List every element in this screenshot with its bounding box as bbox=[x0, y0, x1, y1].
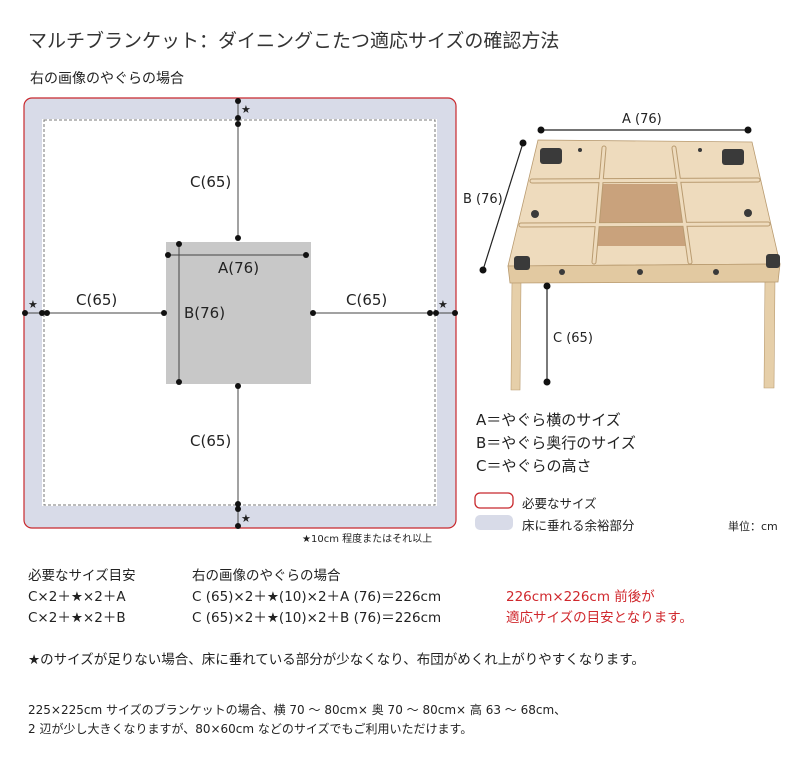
star-mark-bottom: ★ bbox=[241, 512, 251, 525]
page-title: マルチブランケット：ダイニングこたつ適応サイズの確認方法 bbox=[28, 30, 560, 52]
yagura-photo bbox=[507, 139, 781, 391]
b-label-photo: B (76) bbox=[463, 192, 503, 207]
legend-floor: 床に垂れる余裕部分 bbox=[522, 518, 635, 533]
definition-a: A＝やぐら横のサイズ bbox=[476, 411, 621, 429]
definition-c: C＝やぐらの高さ bbox=[476, 457, 592, 475]
calc-example-1: C (65)×2＋★(10)×2＋A (76)＝226cm bbox=[192, 589, 442, 605]
star-mark-top: ★ bbox=[241, 103, 251, 116]
a-label-photo: A (76) bbox=[622, 112, 662, 127]
definition-b: B＝やぐら奥行のサイズ bbox=[476, 434, 636, 452]
photo-dimension-dots bbox=[479, 126, 752, 386]
b-label-plan: B(76) bbox=[184, 304, 225, 322]
c-label-photo: C (65) bbox=[553, 331, 593, 346]
star-mark-right: ★ bbox=[438, 298, 448, 311]
photo-dimension-lines bbox=[482, 129, 748, 382]
calc-example-2: C (65)×2＋★(10)×2＋B (76)＝226cm bbox=[192, 610, 442, 626]
calc-heading-right: 右の画像のやぐらの場合 bbox=[192, 568, 341, 584]
star-mark-left: ★ bbox=[28, 298, 38, 311]
diagram-subtitle: 右の画像のやぐらの場合 bbox=[30, 71, 184, 87]
a-label-plan: A(76) bbox=[218, 259, 259, 277]
legend-swatch-required bbox=[474, 492, 514, 509]
bottom-note-line-2: 2 辺が少し大きくなりますが、80×60cm などのサイズでもご利用いただけます… bbox=[28, 722, 473, 736]
calc-formula-1: C×2＋★×2＋A bbox=[28, 589, 126, 605]
star-warning: ★のサイズが足りない場合、床に垂れている部分が少なくなり、布団がめくれ上がりやす… bbox=[28, 652, 645, 668]
legend-required: 必要なサイズ bbox=[522, 496, 597, 511]
unit-label: 単位：cm bbox=[728, 520, 778, 533]
calc-formula-2: C×2＋★×2＋B bbox=[28, 610, 126, 626]
calc-heading-left: 必要なサイズ目安 bbox=[28, 568, 136, 584]
table-top-square bbox=[166, 242, 311, 384]
c-label-left: C(65) bbox=[76, 291, 117, 309]
c-label-bottom: C(65) bbox=[190, 432, 231, 450]
star-note: ★10cm 程度またはそれ以上 bbox=[302, 532, 432, 545]
dimension-dots bbox=[22, 98, 458, 529]
bottom-note-line-1: 225×225cm サイズのブランケットの場合、横 70 ～ 80cm× 奥 7… bbox=[28, 703, 567, 717]
legend-swatch-floor bbox=[475, 515, 513, 530]
c-label-top: C(65) bbox=[190, 173, 231, 191]
calc-result-2: 適応サイズの目安となります。 bbox=[506, 610, 693, 626]
calc-result-1: 226cm×226cm 前後が bbox=[506, 589, 655, 605]
c-label-right: C(65) bbox=[346, 291, 387, 309]
